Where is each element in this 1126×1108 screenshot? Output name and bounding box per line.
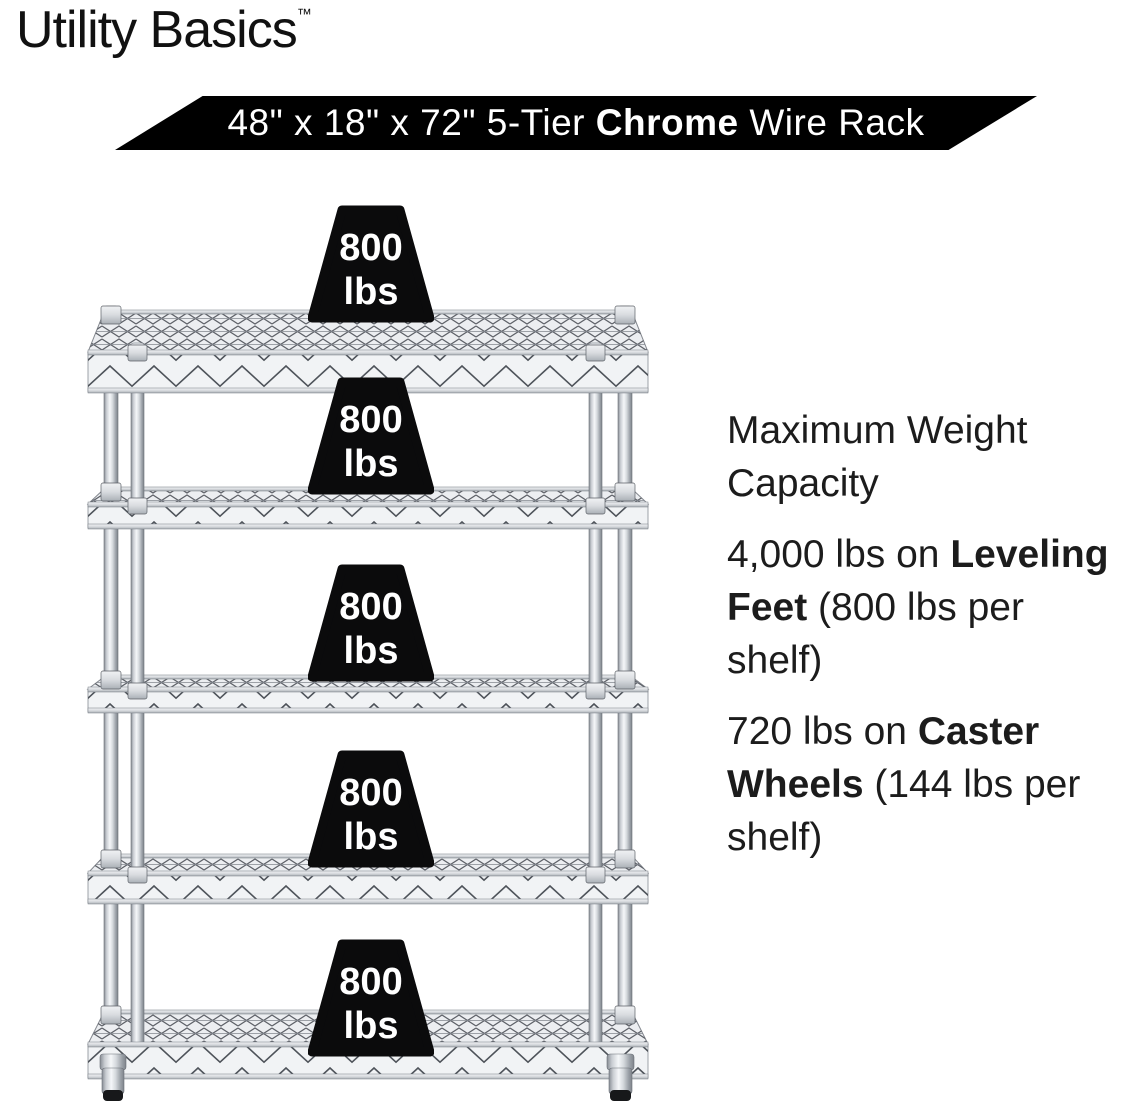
weight-badge-shelf-3: 800 lbs <box>308 564 434 682</box>
leveling-foot-left <box>99 1053 127 1101</box>
capacity-heading-line2: Capacity <box>727 462 879 505</box>
weight-shape <box>308 564 434 682</box>
weight-unit: lbs <box>344 443 399 485</box>
feet-line1-text: 4,000 lbs on <box>727 533 951 576</box>
weight-badge-shelf-1: 800 lbs <box>308 205 434 323</box>
weight-value: 800 <box>339 586 402 628</box>
feet-line2-bold: Feet <box>727 586 808 629</box>
product-title-banner: 48" x 18" x 72" 5-Tier Chrome Wire Rack <box>115 96 1037 150</box>
banner-suffix-text: Wire Rack <box>738 102 925 143</box>
weight-unit: lbs <box>344 1005 399 1047</box>
weight-unit: lbs <box>344 816 399 858</box>
trademark-symbol: ™ <box>296 6 312 23</box>
feet-line3-text: shelf) <box>727 639 823 682</box>
brand-name: Utility Basics <box>16 1 298 59</box>
weight-value: 800 <box>339 227 402 269</box>
weight-shape <box>308 205 434 323</box>
capacity-heading-line1: Maximum Weight <box>727 409 1028 452</box>
weight-shape <box>308 939 434 1057</box>
wheels-line3-text: shelf) <box>727 816 823 859</box>
weight-unit: lbs <box>344 271 399 313</box>
weight-value: 800 <box>339 399 402 441</box>
wheels-line1-bold: Caster <box>917 710 1040 753</box>
banner-size-text: 48" x 18" x 72" 5-Tier <box>227 102 596 143</box>
capacity-info: Maximum Weight Capacity 4,000 lbs on Lev… <box>727 404 1126 864</box>
feet-line2-text: (800 lbs per <box>807 586 1024 629</box>
rack-shelf-rails <box>87 349 649 1080</box>
wheels-line2-text: (144 lbs per <box>863 763 1081 806</box>
weight-shape <box>308 750 434 868</box>
leveling-feet-capacity: 4,000 lbs on Leveling Feet (800 lbs per … <box>727 528 1126 687</box>
capacity-heading: Maximum Weight Capacity <box>727 404 1126 510</box>
leveling-foot-right <box>606 1053 635 1101</box>
caster-wheels-capacity: 720 lbs on Caster Wheels (144 lbs per sh… <box>727 705 1126 864</box>
wheels-line2-bold: Wheels <box>727 763 864 806</box>
brand-logo: Utility Basics™ <box>16 0 312 60</box>
weight-value: 800 <box>339 961 402 1003</box>
weight-badge-shelf-2: 800 lbs <box>308 377 434 495</box>
weight-shape <box>308 377 434 495</box>
weight-badge-shelf-5: 800 lbs <box>308 939 434 1057</box>
weight-badge-shelf-4: 800 lbs <box>308 750 434 868</box>
product-title: 48" x 18" x 72" 5-Tier Chrome Wire Rack <box>227 102 924 144</box>
rack-collars <box>100 305 636 1025</box>
feet-line1-bold: Leveling <box>950 533 1109 576</box>
weight-unit: lbs <box>344 630 399 672</box>
wheels-line1-text: 720 lbs on <box>727 710 918 753</box>
banner-highlight-text: Chrome <box>595 102 739 143</box>
weight-value: 800 <box>339 772 402 814</box>
